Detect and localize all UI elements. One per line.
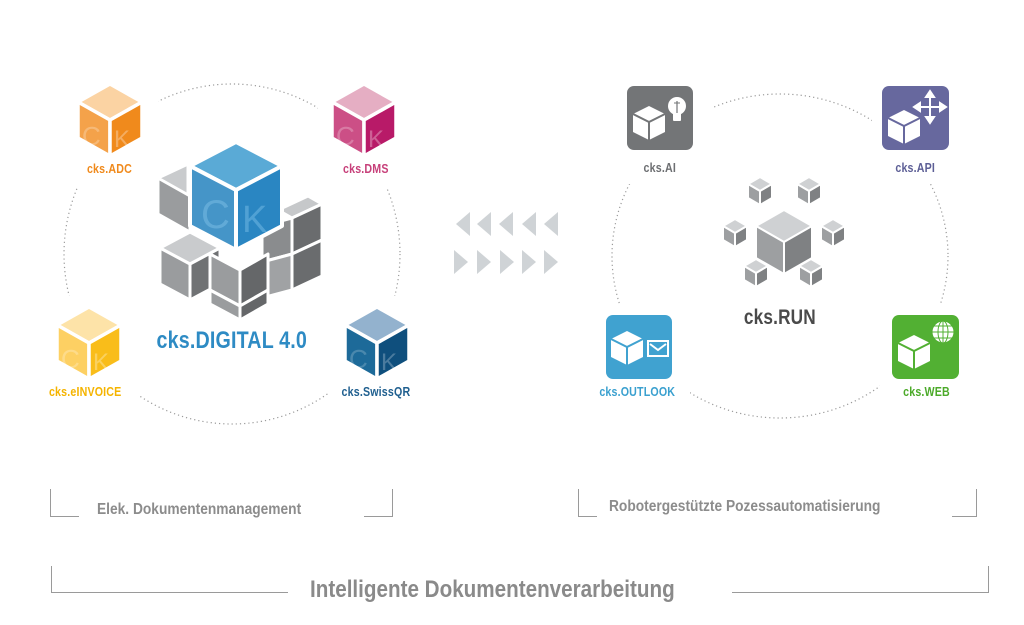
svg-text:C: C: [61, 344, 80, 374]
right-caption-bracket-left: [578, 489, 597, 517]
arrow-right-icon: [522, 250, 536, 274]
right-caption: Robotergestützte Pozessautomatisierung: [609, 498, 881, 515]
move-arrows-icon: [912, 89, 948, 125]
svg-text:C: C: [201, 193, 230, 237]
svg-text:K: K: [242, 199, 267, 241]
ai-tile-icon: [627, 86, 693, 150]
arrow-left-icon: [544, 212, 558, 236]
globe-icon: [931, 320, 955, 344]
adc-cube-icon: C K: [76, 82, 144, 158]
svg-text:C: C: [349, 344, 368, 374]
module-label-web: cks.WEB: [903, 384, 950, 399]
lightbulb-icon: [668, 97, 686, 121]
digital-ck-cube: C K: [188, 140, 284, 252]
svg-text:C: C: [82, 121, 101, 151]
module-label-einvoice: cks.eINVOICE: [48, 384, 122, 399]
footer-caption: Intelligente Dokumentenverarbeitung: [310, 576, 675, 603]
swissqr-cube-icon: C K: [343, 305, 411, 381]
arrow-left-icon: [499, 212, 513, 236]
module-label-swissqr: cks.SwissQR: [341, 384, 411, 399]
api-tile-icon: [882, 86, 949, 150]
einvoice-cube-icon: C K: [55, 305, 123, 381]
svg-text:K: K: [368, 126, 384, 153]
svg-text:C: C: [336, 121, 355, 151]
left-ring: [63, 83, 401, 425]
web-tile-icon: [892, 315, 959, 379]
footer-bracket-left: [51, 566, 288, 593]
arrow-left-icon: [522, 212, 536, 236]
right-caption-bracket-right: [952, 489, 977, 517]
dms-cube-icon: C K: [330, 82, 398, 158]
arrow-left-icon: [456, 212, 470, 236]
arrows: [454, 212, 558, 274]
svg-text:K: K: [114, 126, 130, 153]
left-caption: Elek. Dokumentenmanagement: [97, 501, 302, 518]
module-label-adc: cks.ADC: [86, 161, 132, 176]
module-label-dms: cks.DMS: [343, 161, 389, 176]
svg-text:K: K: [93, 349, 109, 376]
arrow-right-icon: [454, 250, 468, 274]
right-ring: [611, 93, 949, 419]
svg-text:K: K: [381, 349, 397, 376]
arrow-right-icon: [500, 250, 514, 274]
arrow-right-icon: [544, 250, 558, 274]
left-caption-bracket-left: [50, 489, 79, 517]
arrow-left-icon: [477, 212, 491, 236]
footer-bracket-right: [732, 566, 989, 593]
outlook-tile-icon: [606, 315, 672, 379]
module-label-outlook: cks.OUTLOOK: [599, 384, 676, 399]
module-label-ai: cks.AI: [643, 160, 676, 175]
arrow-right-icon: [477, 250, 491, 274]
left-caption-bracket-right: [364, 489, 393, 517]
module-label-api: cks.API: [895, 160, 936, 175]
envelope-icon: [647, 340, 669, 357]
run-cube-cluster: [722, 176, 846, 288]
run-title: cks.RUN: [743, 306, 816, 329]
digital-title: cks.DIGITAL 4.0: [156, 327, 307, 354]
